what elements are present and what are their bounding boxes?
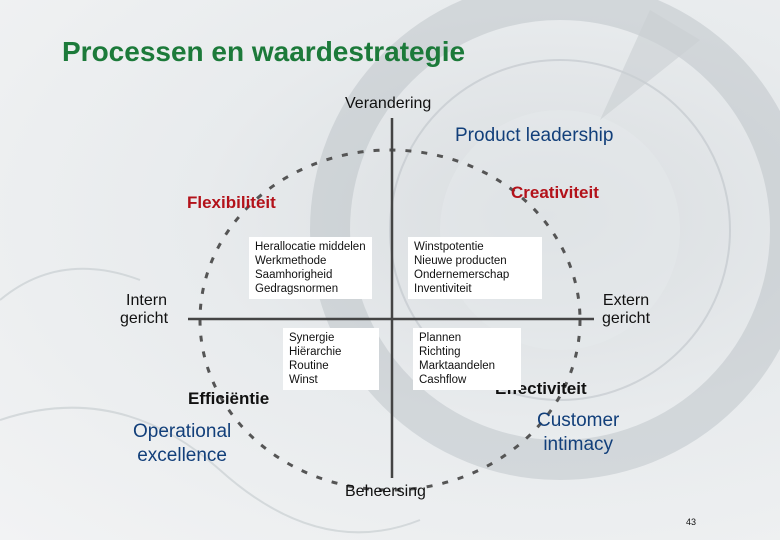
strategy-operational-line2: excellence	[137, 445, 227, 466]
list-item: Richting	[419, 346, 461, 358]
list-item: Saamhorigheid	[255, 269, 333, 281]
axis-top-label: Verandering	[345, 95, 432, 112]
list-item: Ondernemerschap	[414, 269, 510, 281]
axis-left-line2: gericht	[120, 310, 169, 327]
strategy-operational-excellence: Operational excellence	[133, 420, 231, 468]
page-number: 43	[686, 517, 697, 527]
quadrant-box-top-right: Winstpotentie Nieuwe producten Onderneme…	[408, 237, 542, 299]
list-item: Plannen	[419, 332, 462, 344]
list-item: Hiërarchie	[289, 346, 342, 358]
quadrant-box-top-left: Herallocatie middelen Werkmethode Saamho…	[249, 237, 372, 299]
quadrant-label-flexibiliteit: Flexibiliteit	[187, 193, 276, 212]
axis-right-line2: gericht	[602, 310, 651, 327]
list-item: Synergie	[289, 332, 335, 344]
list-item: Marktaandelen	[419, 360, 496, 372]
list-item: Cashflow	[419, 374, 467, 386]
list-item: Routine	[289, 360, 329, 372]
strategy-operational-line1: Operational	[133, 421, 232, 442]
list-item: Winst	[289, 374, 318, 386]
page-title: Processen en waardestrategie	[62, 36, 466, 67]
list-item: Inventiviteit	[414, 283, 472, 295]
axis-right-label: Extern gericht	[602, 292, 650, 328]
axis-right-line1: Extern	[602, 292, 650, 309]
strategy-customer-intimacy: Customer intimacy	[537, 409, 619, 457]
list-item: Gedragsnormen	[255, 283, 339, 295]
axis-left-label: Intern gericht	[120, 292, 168, 328]
axis-bottom-label: Beheersing	[345, 483, 426, 500]
list-item: Winstpotentie	[414, 241, 484, 253]
strategy-customer-line1: Customer	[537, 410, 620, 431]
quadrant-box-bottom-right: Plannen Richting Marktaandelen Cashflow	[413, 328, 521, 390]
list-item: Nieuwe producten	[414, 255, 507, 267]
quadrant-box-bottom-left: Synergie Hiërarchie Routine Winst	[283, 328, 379, 390]
strategy-customer-line2: intimacy	[543, 434, 614, 455]
quadrant-label-efficientie: Efficiëntie	[188, 389, 270, 408]
quadrant-label-creativiteit: Creativiteit	[511, 183, 599, 202]
axis-left-line1: Intern	[126, 292, 167, 309]
list-item: Werkmethode	[255, 255, 327, 267]
list-item: Herallocatie middelen	[255, 241, 366, 253]
strategy-product-leadership: Product leadership	[455, 125, 614, 146]
